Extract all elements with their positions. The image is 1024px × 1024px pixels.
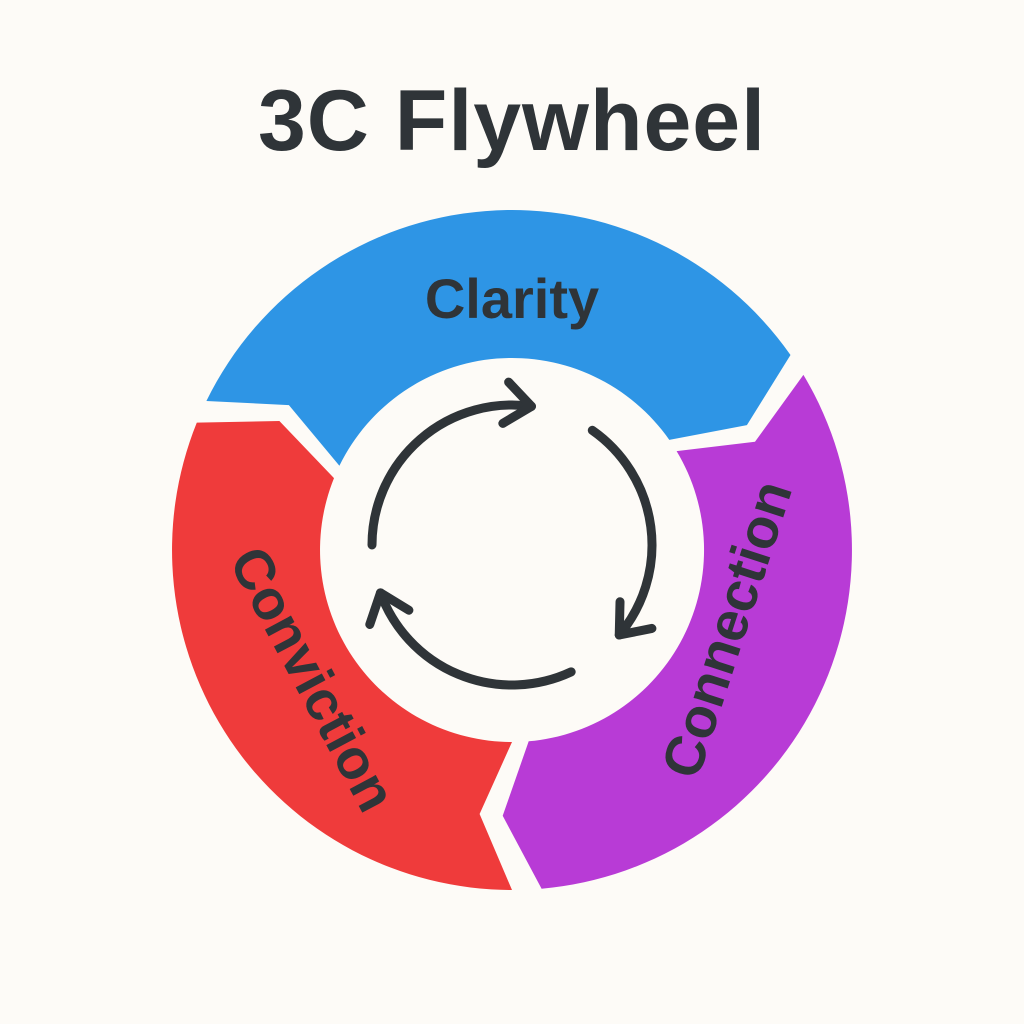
diagram-title: 3C Flywheel: [257, 73, 767, 169]
cycle-arrows-icon: [365, 377, 657, 690]
segment-conviction: [172, 421, 512, 890]
arrowhead-icon: [365, 588, 414, 629]
cycle-arrow-arc: [367, 400, 536, 550]
arrowhead-icon: [614, 597, 657, 640]
arrowhead-icon: [498, 377, 536, 428]
cycle-arrow-arc: [587, 425, 657, 640]
segment-connection: [502, 374, 852, 889]
segment-clarity: [206, 210, 791, 466]
label-clarity: Clarity: [425, 267, 599, 330]
cycle-arrow-arc: [375, 588, 576, 690]
